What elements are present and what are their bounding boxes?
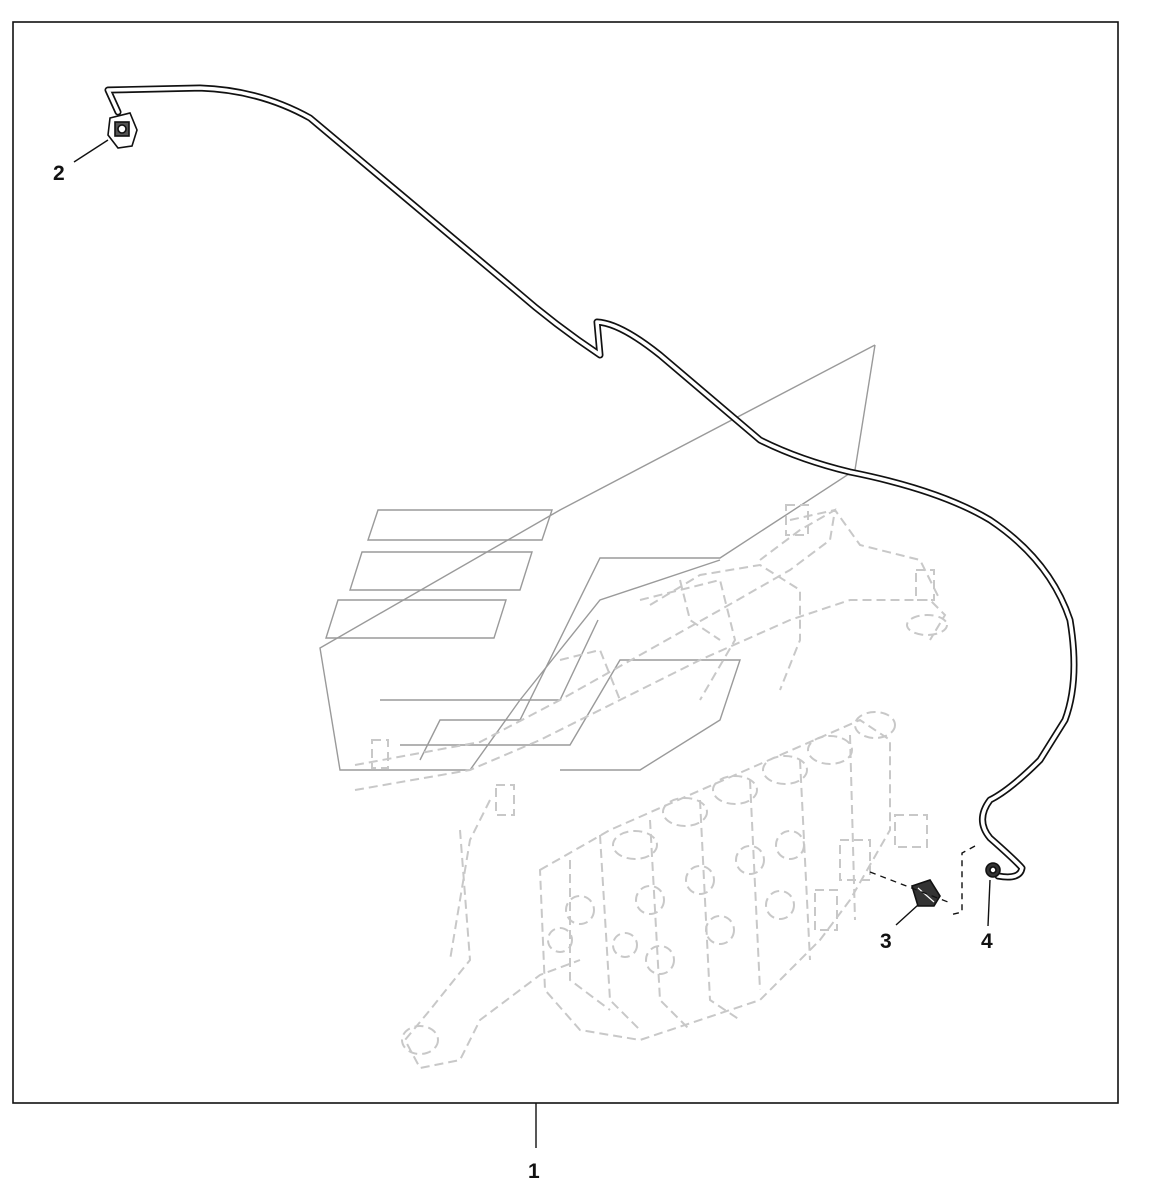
leader-line-2 — [73, 139, 109, 163]
callout-3: 3 — [880, 930, 892, 953]
leader-line-3 — [895, 904, 919, 926]
hose-line — [104, 84, 1078, 881]
watermark-logo — [319, 344, 876, 771]
diagram-frame — [12, 21, 1119, 1104]
callout-1: 1 — [528, 1160, 540, 1183]
callout-2: 2 — [53, 162, 65, 185]
leader-line-4 — [987, 879, 991, 927]
assembly-guide-line — [869, 871, 949, 903]
leader-lines — [73, 139, 991, 1148]
o-ring-seal-icon — [985, 862, 1001, 878]
callout-4: 4 — [981, 930, 993, 953]
valve-assembly-ghost — [354, 504, 948, 1070]
upper-fitting-icon — [107, 112, 138, 149]
assembly-bracket — [949, 845, 976, 916]
